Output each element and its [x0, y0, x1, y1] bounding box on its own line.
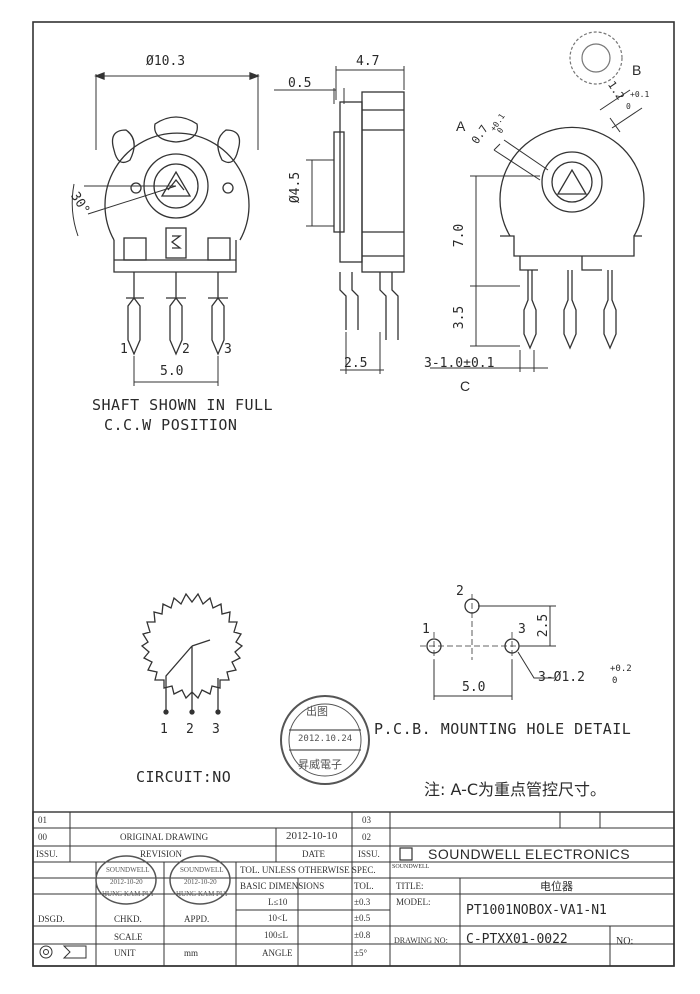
pin-pitch-dim: 5.0: [160, 364, 184, 379]
side-view: [274, 66, 405, 374]
pcb-detail-note: P.C.B. MOUNTING HOLE DETAIL: [374, 720, 632, 738]
b-tol-dn: 0: [626, 102, 631, 111]
pcb-pin-1: 1: [422, 622, 430, 637]
pcb-hole-tol-dn: 0: [612, 676, 618, 686]
chkd-label: CHKD.: [114, 914, 142, 924]
revision-label: REVISION: [140, 849, 182, 859]
shaft-note-line1: SHAFT SHOWN IN FULL: [92, 396, 274, 414]
key-dimension-note: 注: A-C为重点管控尺寸。: [424, 780, 607, 799]
flange-dim: 0.5: [288, 76, 312, 91]
angle-view: [430, 89, 645, 372]
pcb-hole-detail: [420, 594, 556, 700]
pin-length-dim: 3.5: [452, 305, 468, 330]
appd-stamp-person: HUNG KAM PUI: [176, 890, 228, 898]
rev-row-01: 01: [38, 815, 47, 825]
appd-label: APPD.: [184, 914, 210, 924]
appd-stamp-name: SOUNDWELL: [180, 866, 224, 874]
rev-row-00: 00: [38, 832, 47, 842]
b-tol-up: +0.1: [630, 90, 650, 99]
pcb-pin-3: 3: [518, 622, 526, 637]
drawing-no-label: DRAWING NO:: [394, 936, 448, 945]
date-value: 2012-10-10: [286, 830, 338, 842]
unit-label: UNIT: [114, 948, 136, 958]
label-b: B: [632, 62, 642, 78]
model-value: PT1001NOBOX-VA1-N1: [466, 903, 607, 918]
front-view: [71, 72, 260, 386]
dsgd-label: DSGD.: [38, 914, 65, 924]
sheet-border: [32, 21, 675, 967]
model-label: MODEL:: [396, 897, 431, 907]
circuit-pin-1: 1: [160, 722, 168, 737]
drawing-no-value: C-PTXX01-0022: [466, 932, 568, 947]
tol-value-2: ±0.5: [354, 913, 371, 923]
stamp-date: 2012.10.24: [298, 734, 353, 744]
title-label: TITLE:: [396, 881, 424, 891]
pcb-pitch-h: 5.0: [462, 680, 486, 695]
logo-caption: SOUNDWELL: [392, 864, 430, 870]
unit-value: mm: [184, 948, 199, 958]
tol-label: TOL.: [354, 881, 374, 891]
date-label: DATE: [302, 849, 325, 859]
pcb-pin-2: 2: [456, 584, 464, 599]
corner-seal: [569, 31, 623, 85]
appd-stamp-date: 2012-10-20: [184, 878, 217, 886]
idx-03: 03: [362, 815, 371, 825]
company-name: SOUNDWELL ELECTRONICS: [428, 846, 631, 862]
circuit-note: CIRCUIT:NO: [136, 768, 232, 786]
tol-range-2: 10<L: [268, 913, 288, 923]
height-dim: 7.0: [452, 223, 468, 248]
label-a: A: [456, 118, 466, 134]
pcb-hole-tol-up: +0.2: [610, 664, 632, 674]
pin-label-1: 1: [120, 342, 128, 357]
no-label: NO:: [616, 936, 634, 947]
issue-stamp: [280, 695, 370, 785]
pin-label-2: 2: [182, 342, 190, 357]
tol-range-3: 100≤L: [264, 930, 288, 940]
issu-label-2: ISSU.: [358, 849, 380, 859]
tol-value-4: ±5°: [354, 948, 368, 958]
circuit-pin-3: 3: [212, 722, 220, 737]
original-drawing: ORIGINAL DRAWING: [120, 832, 209, 842]
shaft-dia-dim: Ø4.5: [288, 171, 304, 204]
tol-value-3: ±0.8: [354, 930, 371, 940]
c-dim: 3-1.0±0.1: [424, 356, 495, 371]
tol-range-4: ANGLE: [262, 948, 293, 958]
stamp-top: 出图: [306, 705, 328, 718]
circuit-pin-2: 2: [186, 722, 194, 737]
stamp-bottom: 昇威電子: [298, 758, 342, 771]
body-width-dim: 4.7: [356, 54, 380, 69]
chk-stamp-date: 2012-10-20: [110, 878, 143, 886]
basic-dims: BASIC DIMENSIONS: [240, 881, 325, 891]
chk-stamp-name: SOUNDWELL: [106, 866, 150, 874]
title-value: 电位器: [540, 880, 573, 893]
scale-label: SCALE: [114, 932, 143, 942]
pin-label-3: 3: [224, 342, 232, 357]
tol-value-1: ±0.3: [354, 897, 371, 907]
pcb-hole-dim: 3-Ø1.2: [538, 670, 585, 685]
pin-width-dim: 2.5: [344, 356, 368, 371]
pcb-pitch-v: 2.5: [536, 613, 552, 638]
tol-header: TOL. UNLESS OTHERWISE SPEC.: [240, 865, 376, 875]
label-c: C: [460, 378, 471, 394]
circuit-symbol: [140, 592, 244, 715]
approval-stamps: [95, 855, 231, 905]
shaft-note-line2: C.C.W POSITION: [104, 416, 238, 434]
title-block: [32, 811, 675, 967]
diameter-dim: Ø10.3: [146, 54, 186, 69]
idx-02: 02: [362, 832, 371, 842]
chk-stamp-person: HUNG KAM PUI: [102, 890, 154, 898]
tol-range-1: L≤10: [268, 897, 288, 907]
issu-label: ISSU.: [36, 849, 58, 859]
